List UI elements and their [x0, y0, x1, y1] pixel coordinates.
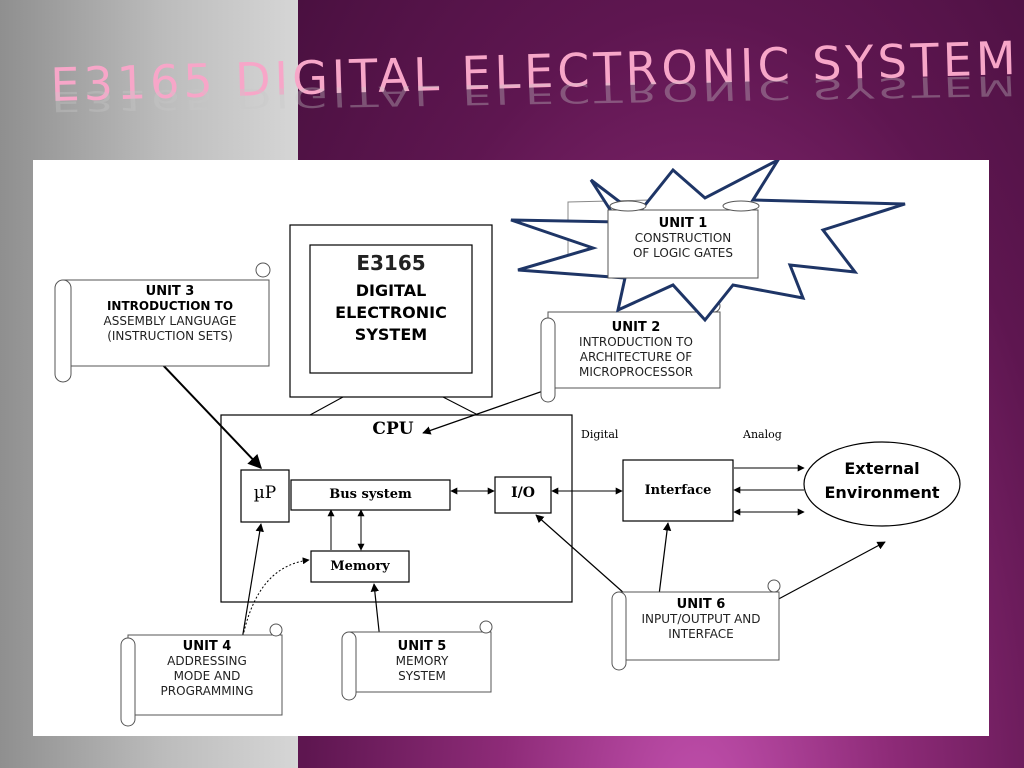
monitor-line-2: DIGITAL — [355, 281, 427, 300]
unit6-interface-connector — [657, 522, 672, 604]
unit5-line-2: SYSTEM — [398, 669, 446, 683]
unit1-line-2: OF LOGIC GATES — [632, 246, 733, 260]
unit4-heading: UNIT 4 — [182, 639, 232, 654]
unit3-line-2: ASSEMBLY LANGUAGE — [103, 314, 237, 328]
monitor-line-4: SYSTEM — [354, 325, 428, 344]
unit3-line-1: INTRODUCTION TO — [106, 299, 234, 313]
unit4-line-3: PROGRAMMING — [160, 684, 254, 698]
unit3-line-3: (INSTRUCTION SETS) — [107, 329, 233, 343]
io-label: I/O — [511, 485, 535, 501]
bus-system-label: Bus system — [329, 487, 412, 502]
io-box — [494, 476, 552, 514]
unit1-text: UNIT 1 CONSTRUCTION OF LOGIC GATES — [608, 216, 758, 261]
monitor-outer-frame — [289, 224, 493, 398]
cpu-box — [220, 414, 573, 603]
unit3-heading: UNIT 3 — [145, 284, 195, 299]
analog-label: Analog — [743, 428, 782, 441]
unit6-line-2: INTERFACE — [668, 627, 734, 641]
interface-label: Interface — [644, 483, 712, 498]
unit5-line-1: MEMORY — [395, 654, 449, 668]
diagram-panel: E3165 DIGITAL ELECTRONIC SYSTEM CPU µP B… — [33, 160, 989, 736]
cpu-label: CPU — [372, 419, 414, 439]
unit5-heading: UNIT 5 — [397, 639, 447, 654]
unit2-line-1: INTRODUCTION TO — [579, 335, 693, 349]
unit3-text: UNIT 3 INTRODUCTION TO ASSEMBLY LANGUAGE… — [75, 284, 265, 344]
monitor-code: E3165 — [356, 251, 426, 275]
unit4-scroll — [120, 623, 283, 727]
external-label-1: External — [844, 459, 920, 478]
unit3-scroll — [54, 262, 271, 383]
monitor-line-3: ELECTRONIC — [335, 303, 447, 322]
digital-label: Digital — [581, 428, 619, 441]
unit5-text: UNIT 5 MEMORY SYSTEM — [359, 639, 485, 684]
monitor-screen — [309, 244, 473, 374]
monitor-stand-left — [309, 396, 344, 416]
memory-label: Memory — [330, 559, 390, 574]
external-environment-ellipse — [803, 441, 961, 527]
microprocessor-box — [240, 469, 290, 523]
microprocessor-label: µP — [253, 483, 277, 503]
unit6-io-connector — [535, 514, 635, 603]
external-label-2: Environment — [824, 483, 940, 502]
diagram-canvas — [54, 160, 961, 727]
unit6-text: UNIT 6 INPUT/OUTPUT AND INTERFACE — [627, 597, 775, 642]
unit6-line-1: INPUT/OUTPUT AND — [641, 612, 761, 626]
unit5-connector — [370, 583, 381, 641]
unit6-heading: UNIT 6 — [676, 597, 726, 612]
unit1-starburst — [510, 160, 906, 323]
unit6-external-connector — [772, 541, 886, 603]
unit5-scroll — [341, 620, 493, 701]
unit4-connector — [239, 523, 264, 653]
unit2-line-2: ARCHITECTURE OF — [579, 350, 693, 364]
unit2-connector — [422, 389, 547, 435]
unit2-text: UNIT 2 INTRODUCTION TO ARCHITECTURE OF M… — [555, 320, 717, 380]
unit4-line-2: MODE AND — [173, 669, 241, 683]
monitor-stand-right — [442, 396, 479, 416]
unit2-heading: UNIT 2 — [611, 320, 661, 335]
unit4-text: UNIT 4 ADDRESSING MODE AND PROGRAMMING — [137, 639, 277, 699]
unit3-connector — [159, 361, 262, 470]
memory-box — [310, 550, 410, 583]
unit1-heading: UNIT 1 — [658, 216, 708, 231]
unit2-scroll — [540, 299, 721, 403]
interface-box — [622, 459, 734, 522]
bus-system-box — [290, 479, 451, 511]
unit1-line-1: CONSTRUCTION — [634, 231, 732, 245]
unit4-line-1: ADDRESSING — [167, 654, 247, 668]
unit2-line-3: MICROPROCESSOR — [578, 365, 694, 379]
unit6-scroll — [611, 579, 781, 671]
